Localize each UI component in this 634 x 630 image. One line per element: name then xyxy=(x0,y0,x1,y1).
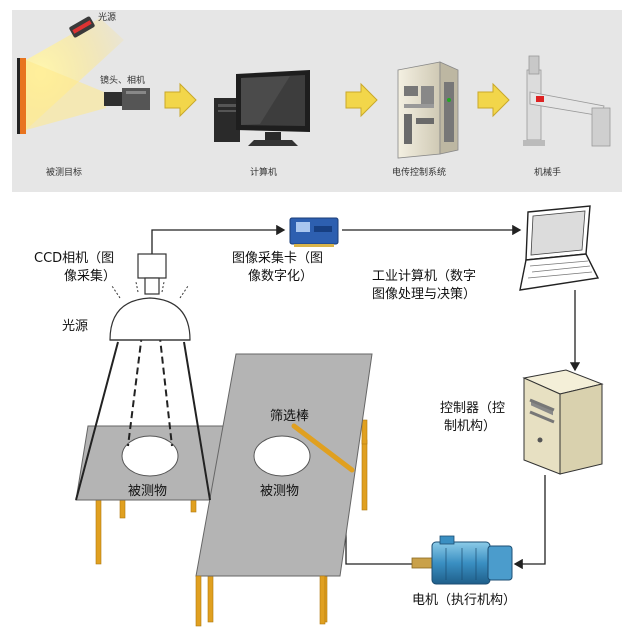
label-controller-line1: 控制器（控 xyxy=(440,401,505,416)
label-pc-line1: 工业计算机（数字 xyxy=(372,269,476,284)
computer-icon xyxy=(214,70,310,146)
label-ccd-line1: CCD相机（图 xyxy=(34,251,114,266)
label-capture-line1: 图像采集卡（图 xyxy=(232,250,323,266)
screening-rod xyxy=(291,423,355,473)
label-light: 光源 xyxy=(62,319,88,334)
robot-arm-icon xyxy=(523,55,611,147)
line-motor-to-rod xyxy=(340,468,432,565)
right-object-ellipse xyxy=(253,435,311,477)
left-object-ellipse xyxy=(121,435,179,477)
label-capture-line2: 像数字化） xyxy=(248,269,313,284)
flow-arrow-2 xyxy=(345,82,378,118)
label-control-system: 电传控制系统 xyxy=(392,166,446,178)
table-front-legs xyxy=(195,575,326,627)
laptop-icon xyxy=(519,205,600,291)
capture-card-icon xyxy=(289,217,339,247)
label-rod: 筛选棒 xyxy=(270,409,309,424)
line-camera-to-card xyxy=(151,224,286,254)
label-object-left: 被测物 xyxy=(128,484,167,499)
label-ccd-line2: 像采集） xyxy=(64,268,116,284)
label-pc-line2: 图像处理与决策） xyxy=(372,286,476,302)
label-object-right: 被测物 xyxy=(260,484,299,499)
flow-arrow-3 xyxy=(477,82,510,118)
camera-icon xyxy=(104,88,150,110)
label-lens-camera: 镜头、相机 xyxy=(100,74,145,86)
label-motor: 电机（执行机构） xyxy=(412,593,516,608)
target-plate xyxy=(19,58,26,134)
controller-icon xyxy=(522,369,604,475)
target-with-light xyxy=(17,18,124,134)
label-robot: 机械手 xyxy=(534,166,561,178)
control-system-icon xyxy=(397,61,459,159)
light-source-icon xyxy=(69,16,95,38)
flow-arrow-1 xyxy=(164,82,197,118)
light-cone xyxy=(75,341,211,501)
motor-icon xyxy=(411,535,513,585)
label-light-source: 光源 xyxy=(98,11,116,23)
label-target: 被测目标 xyxy=(46,166,82,178)
connection-lines xyxy=(151,224,581,570)
light-dome-icon xyxy=(109,281,191,341)
label-computer: 计算机 xyxy=(250,166,277,178)
ccd-camera-icon xyxy=(137,253,167,295)
label-controller-line2: 制机构） xyxy=(444,419,496,434)
line-controller-to-motor xyxy=(513,475,546,570)
